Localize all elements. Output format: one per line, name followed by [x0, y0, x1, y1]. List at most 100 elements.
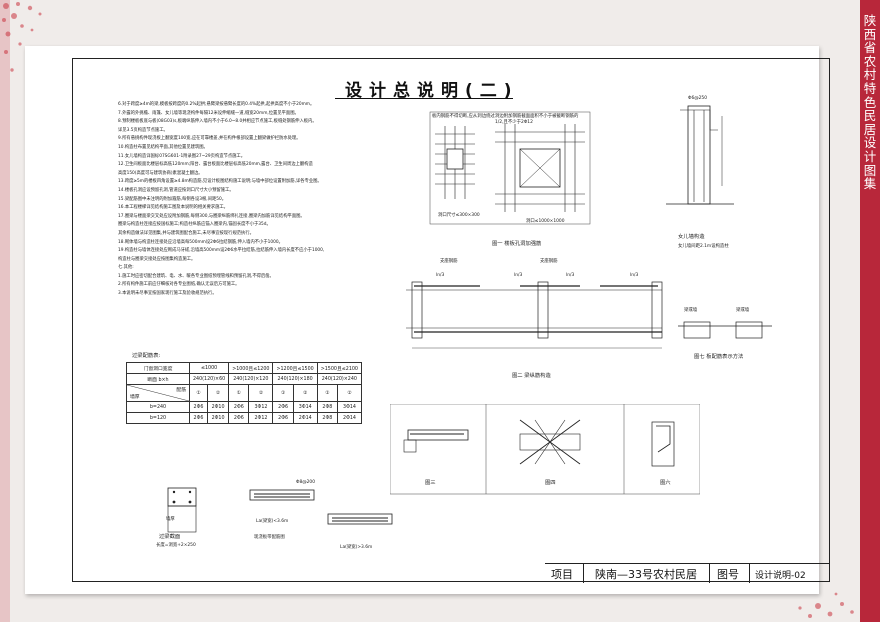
drawing-frame [72, 58, 830, 582]
table-cell-wall: b=240 [126, 401, 190, 413]
parapet-caption: 女儿墙构造 [678, 234, 705, 240]
table-cell: 2Φ6 [228, 401, 250, 413]
figure-details-row [390, 404, 700, 495]
table-cell-wall: b=120 [126, 412, 190, 424]
sidebar-title: 陕西省农村特色民居设计图集 [863, 13, 877, 192]
fig1-note-b: 洞边附加钢筋截面面积不小于被截断钢筋的1/2,且不少于2Φ12 [495, 114, 579, 125]
note-line: 13.跨度≥5m的楼板四角设置≥4.8m构造筋,见设计板图结构施工说明;与墙中部… [118, 179, 322, 185]
fig7-beam-a: 梁或墙 [684, 308, 698, 313]
lintel-section-caption: 过梁截面 [159, 534, 181, 540]
fig1-caption: 图一 楼板孔洞加强筋 [492, 241, 542, 247]
figure-lintel-section [167, 487, 197, 533]
sidebar-band: 陕西省农村特色民居设计图集 [860, 0, 880, 622]
title-block: 项目 陕南—33号农村民居 图号 设计说明-02 [545, 563, 830, 583]
fig2-ln-a: ln/3 [436, 273, 445, 278]
note-line: 圈梁与构造柱连接应按国标施工;构造柱纵筋应锚入圈梁内,锚固长度不小于35d。 [118, 222, 271, 228]
note-line: 18.砌体墙与构造柱连接处应沿墙高每500mm设2Φ6拉结钢筋,伸入墙内不小于1… [118, 239, 283, 245]
table-cell: 2Φ14 [337, 412, 362, 424]
table-section-1: 240(120)×60 [188, 373, 230, 385]
table-cell: 2Φ6 [189, 401, 208, 413]
table-span-1: ≤1000 [188, 362, 230, 374]
fig7-beam-b: 梁或墙 [736, 308, 750, 313]
table-cell: 2Φ6 [272, 401, 294, 413]
slab-band-dim-a: La(梁宽)<3.6m [256, 519, 289, 524]
table-cell: 3Φ14 [337, 401, 362, 413]
slab-band-rebar: Φ8@200 [296, 480, 316, 485]
table-span-2: >1000且≤1200 [228, 362, 274, 374]
slab-band-dim-b: La(梁宽)>3.6m [340, 545, 373, 550]
table-section-2: 240(120)×120 [228, 373, 274, 385]
note-line: 构造柱与圈梁交接处应按图集构造施工。 [118, 256, 196, 262]
table-section-4: 240(120)×240 [316, 373, 362, 385]
table-cell: 2Φ6 [189, 412, 208, 424]
figure-slab-rebar-notation [678, 321, 772, 339]
wall-thickness: 墙厚 [166, 517, 175, 522]
figure-parapet [666, 105, 734, 205]
note-line: 17.圈梁与楼面梁交叉处应设附加钢筋,每侧300,与圈梁纵筋绑扎连接,圈梁内加筋… [118, 213, 305, 219]
table-cell: 2Φ6 [272, 412, 294, 424]
table-cell: 3Φ12 [248, 401, 274, 413]
note-line: 11.女儿墙构造详国标07SG601-1附录图27~29页构造节点施工。 [118, 153, 246, 159]
fig2-ln-d: ln/3 [630, 273, 639, 278]
fig2-ln-b: ln/3 [514, 273, 523, 278]
note-line: 3.本说明未尽事宜按国家现行施工及验收规范执行。 [118, 291, 217, 297]
fig7-caption: 图七 板配筋表示方法 [694, 354, 744, 360]
table-cell: 2Φ10 [206, 401, 230, 413]
note-line: 6.对于跨度≥4m的梁,模板按跨度的0.2%起拱;悬臂梁按悬臂长度的0.4%起拱… [118, 102, 315, 107]
table-header-span: 门窗洞口宽度 [126, 362, 190, 374]
fig-four-caption: 图四 [545, 480, 556, 486]
note-line: 七.其他: [118, 265, 134, 271]
note-line: 9.所有悬挑构件现浇板上翻宽度100宽,应在可靠楼盖,并在构件根部设置上翻梁做护… [118, 136, 301, 142]
figure-beam-rebar [406, 281, 663, 349]
table-cell: 3Φ14 [292, 401, 318, 413]
note-line: 10.构造柱布置见结构平面,其他位置见建筑图。 [118, 144, 208, 150]
drawing-no-label: 图号 [717, 568, 739, 581]
table-pos: ② [248, 384, 274, 402]
table-section-label: 断面 b×h [126, 373, 190, 385]
table-row: b=120 2Φ6 2Φ10 2Φ6 2Φ12 2Φ6 2Φ14 2Φ8 2Φ1… [126, 412, 362, 424]
slab-band-caption: 现浇板带配筋图 [254, 535, 285, 540]
parapet-rebar: Φ6@250 [688, 96, 708, 101]
note-line: 15.梁配筋图中未注明的附加箍筋,每侧各设3根,间距50。 [118, 196, 226, 202]
fig2-support-b: 支座钢筋 [540, 259, 558, 264]
table-cell: 2Φ14 [292, 412, 318, 424]
fig1-dim-a: 洞口尺寸≤300×300 [438, 213, 480, 218]
project-name: 陕南—33号农村民居 [595, 568, 697, 581]
note-line: 16.本工程楼梯详见结构施工图及本说明的相关要求施工。 [118, 205, 228, 211]
table-span-4: >1500且≤2100 [316, 362, 362, 374]
note-line: 2.所有构件施工前应仔细核对各专业图纸,确认无误后方可施工。 [118, 282, 240, 288]
note-line: 8.预制楼板板底与板(08G03)s,板端纵筋伸入墙内不小于6.0~8.0并相应… [118, 119, 317, 125]
table-wall-label: 墙厚 [130, 395, 140, 400]
figure-slab-opening [429, 111, 591, 225]
note-line: 7.外露的外挑檐、雨篷、女儿墙等现浇构件每隔12米设伸缩缝一道,缝宽20mm,位… [118, 110, 299, 116]
note-line: 12.卫生间板面比楼层标高低120mm;阳台、露台板面比楼层标高低20mm,露台… [118, 162, 313, 168]
table-rebar-label: 配筋 [176, 388, 186, 393]
table-pos: ① [189, 384, 208, 402]
table-cell: 2Φ8 [316, 401, 339, 413]
figure-slab-band-sections [249, 489, 393, 525]
table-section-3: 240(120)×180 [272, 373, 318, 385]
table-pos: ② [206, 384, 230, 402]
note-line: 其余构造做法详见图集,并与建筑图配合施工,未尽事宜按现行规范执行。 [118, 230, 254, 236]
table-pos: ① [316, 384, 339, 402]
title-underline [335, 98, 513, 99]
table-row: b=240 2Φ6 2Φ10 2Φ6 3Φ12 2Φ6 3Φ14 2Φ8 3Φ1… [126, 401, 362, 413]
design-notes: 6.对于跨度≥4m的梁,模板按跨度的0.2%起拱;悬臂梁按悬臂长度的0.4%起拱… [118, 101, 416, 299]
table-pos: ① [272, 384, 294, 402]
table-pos: ② [337, 384, 362, 402]
table-cell: 2Φ12 [248, 412, 274, 424]
fig2-support-a: 支座钢筋 [440, 259, 458, 264]
fig2-caption: 图二 梁纵筋构造 [512, 373, 551, 379]
table-pos: ① [228, 384, 250, 402]
lintel-table-caption: 过梁配筋表: [132, 353, 161, 359]
fig1-dim-b: 洞口≤1000×1000 [526, 219, 565, 224]
note-line: 19.构造柱与墙体连接处应砌成马牙槎,沿墙高500mm设2Φ6水平拉结筋,拉结筋… [118, 248, 325, 254]
table-span-3: >1200且≤1500 [272, 362, 318, 374]
drawing-no: 设计说明-02 [755, 571, 806, 581]
note-line: 1.施工时应密切配合建筑、电、水、暖各专业图纸预埋管线和预留孔洞,不得后凿。 [118, 273, 274, 279]
table-cell: 2Φ8 [316, 412, 339, 424]
lintel-rebar-table: 门窗洞口宽度 ≤1000 >1000且≤1200 >1200且≤1500 >15… [126, 362, 362, 424]
fig2-ln-c: ln/3 [566, 273, 575, 278]
table-cell: 2Φ10 [206, 412, 230, 424]
